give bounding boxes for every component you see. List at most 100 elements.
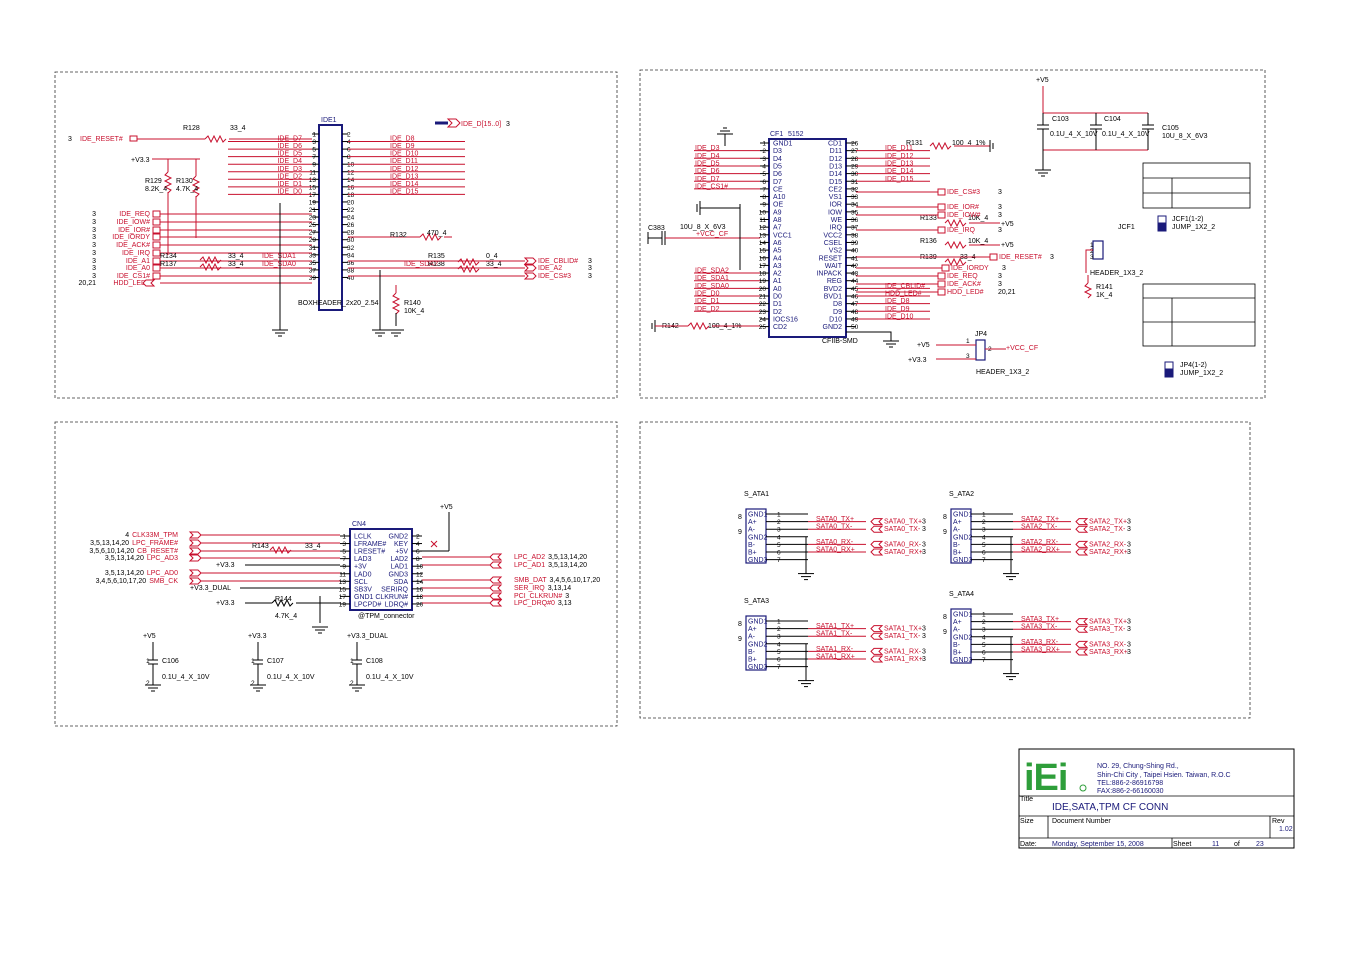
sata-port-label: SATA0_TX- [884,526,921,533]
ide-pin-number: 7 [312,154,316,161]
sata-port-page: 3 [922,541,926,548]
cf-pin-number: 47 [851,301,859,308]
cf-ref: CF1 [770,131,783,138]
cf-caps-ground-icon [1035,150,1051,177]
r128-resistor [204,134,227,144]
ide-pin-number: 4 [347,139,351,146]
cf-pin-net: HDD_LED# [885,291,922,298]
ide-footprint: BOXHEADER_2x20_2.54 [298,300,379,307]
ide-pin-number: 13 [309,177,317,184]
cf-pin-net: IDE_D14 [885,168,914,175]
cf-pin-net: IDE_SDA1 [695,275,729,282]
r128-value: 33_4 [230,125,246,132]
r134-resistor [199,255,222,265]
sata-pin-name: A- [748,634,756,641]
sata-pin-number: 7 [982,557,986,564]
tpm-pin-name: LDRQ# [385,601,408,608]
tpm-pin-name: SERIRQ [381,586,408,593]
sata-port-page: 3 [922,648,926,655]
cf-pin-name: BVD1 [824,294,842,301]
cf-pin-number: 35 [851,209,859,216]
cf-pin-name: A6 [773,240,782,247]
tpm-pin-name: GND3 [389,571,409,578]
tpm-cap-rail: +V3.3_DUAL [347,633,388,640]
sata-section-frame [639,421,1251,719]
cf-pin-number: 36 [851,217,859,224]
cf-pin-number: 48 [851,309,859,316]
tpm-cap-rail: +V3.3 [248,633,267,640]
ide-pin-number: 23 [309,215,317,222]
cf-pin-number: 25 [759,324,767,331]
r140-resistor [391,292,401,315]
cf-pin-number: 20 [759,286,767,293]
tpm-pin-number: 19 [339,601,347,608]
cf-pin-name: D12 [829,156,842,163]
ide-right-port-label: IDE_A2 [538,265,562,272]
cf-pin-name: RESET [819,255,843,262]
tpm-cap-ground-icon [250,684,266,692]
tpm-port-symbol [188,539,202,547]
cf-pin-name: IRQ [830,225,843,232]
r129-value: 8.2K_4 [145,186,167,193]
sata-port-page: 3 [922,549,926,556]
sata-pin-number: 6 [982,550,986,557]
ide-port-label: IDE_IRQ [122,250,151,257]
ide-port-page: 3 [92,242,96,249]
cf-pin-number: 7 [762,186,766,193]
tpm-cap-value: 0.1U_4_X_10V [162,674,210,681]
sata-port-symbol [1075,548,1089,556]
jp4-type: HEADER_1X3_2 [976,369,1029,376]
ide-reset-label: IDE_RESET# [80,136,123,143]
tpm-cap-ref: C107 [267,658,284,665]
tpm-pin-name: KEY [394,541,408,548]
ide-port-symbol [152,218,161,226]
sata-pin-name: GND1 [748,619,768,626]
r142-ground-icon [651,320,656,332]
c104-ref: C104 [1104,116,1121,123]
tpm-ref: CN4 [352,521,366,528]
ide-port-page: 3 [92,211,96,218]
jcf1-jumper-icon [1157,215,1167,224]
of-label: of [1234,841,1240,848]
cf-pin-number: 13 [759,232,767,239]
ide-sda1-net: IDE_SDA1 [262,253,296,260]
ide-right-port-symbol [523,264,537,272]
cf-pin-name: D15 [829,179,842,186]
sata-pin-number: 5 [982,542,986,549]
cf-pin-number: 46 [851,294,859,301]
sata-pin-number: 5 [982,642,986,649]
ide-pin-number: 2 [347,132,351,139]
sata-net-label: SATA3_RX- [1021,639,1059,646]
c103-value: 0.1U_4_X_10V [1050,131,1098,138]
sata-connector-body [745,508,767,564]
sata-port-page: 3 [1127,626,1131,633]
ide-ground-icon [272,203,288,337]
cf-pin-name: IOW [828,209,842,216]
ide-right-port-page: 3 [588,258,592,265]
tpm-port-label: CLK33M_TPM [132,532,178,539]
tpm-section-frame [54,421,618,727]
ide-pin-number: 10 [347,162,355,169]
cf-pin-number: 10 [759,209,767,216]
ide-port-page: 3 [92,273,96,280]
tpm-port-label: PCI_CLKRUN# [514,593,562,600]
sata-pin-number: 7 [777,664,781,671]
tpm-pin-number: 3 [342,541,346,548]
jcf1-type: HEADER_1X3_2 [1090,270,1143,277]
tpm-pin-name: LAD1 [390,564,408,571]
cf-pin-name: GND1 [773,141,793,148]
sata-port-symbol [1075,648,1089,656]
ide-v33-label: +V3.3 [131,157,150,164]
ide-data-net: IDE_D10 [390,151,419,158]
tpm-port-page: 3,5,6,10,14,20 [89,548,134,555]
tpm-port-page: 3,5,13,14,20 [105,555,144,562]
cf-pin-net: IDE_D0 [695,291,720,298]
tpm-port-symbol [188,547,202,555]
sata-port-symbol [1075,525,1089,533]
r138-resistor [457,264,480,274]
cf-pin-name: D0 [773,294,782,301]
cf-pin-number: 2 [762,148,766,155]
sata-connector-ref: S_ATA4 [949,591,974,598]
